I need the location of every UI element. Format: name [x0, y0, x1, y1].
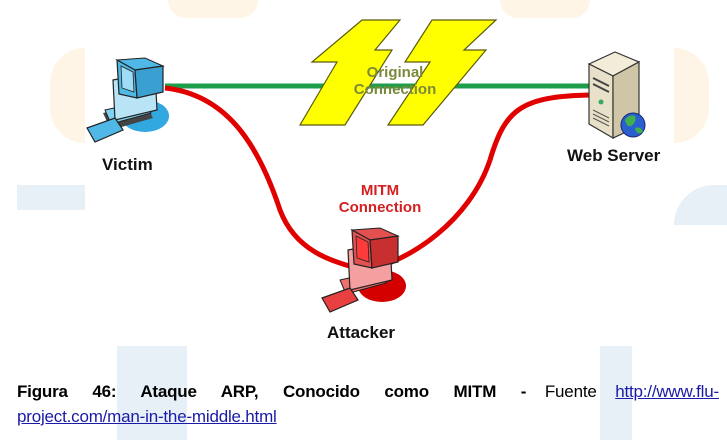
original-connection-label-line2: Connection [353, 81, 437, 98]
original-connection-label-line1: Original [366, 64, 424, 81]
figure-caption: Figura 46: Ataque ARP, Conocido como MIT… [17, 379, 719, 429]
lightning-bolt-icon [298, 19, 402, 126]
lightning-bolt-icon [386, 19, 498, 126]
attacker-label: Attacker [327, 323, 396, 342]
server-globe-icon [587, 51, 646, 140]
watermark-shape [50, 48, 85, 143]
watermark-shape [117, 346, 187, 440]
mitm-connection-label-line2: Connection [338, 199, 422, 216]
mitm-connection-label-line1: MITM [360, 182, 400, 199]
watermark-shape [17, 185, 85, 210]
victim-computer-icon [86, 57, 169, 143]
caption-title: Figura 46: Ataque ARP, Conocido como MIT… [17, 382, 527, 401]
watermark-shape [600, 346, 632, 440]
caption-source-link[interactable]: http://www.flu-project.com/man-in-the-mi… [17, 382, 719, 426]
watermark-shape [168, 0, 258, 18]
attacker-computer-icon [321, 227, 406, 313]
victim-label: Victim [102, 155, 153, 174]
web-server-label: Web Server [567, 146, 661, 165]
original-connection-label: Original Connection [340, 64, 450, 98]
caption-source-text: Fuente [526, 382, 616, 401]
mitm-diagram [86, 19, 646, 313]
watermark-shape [500, 0, 590, 18]
watermark-shape [674, 48, 709, 143]
mitm-connection-label: MITM Connection [320, 182, 440, 216]
